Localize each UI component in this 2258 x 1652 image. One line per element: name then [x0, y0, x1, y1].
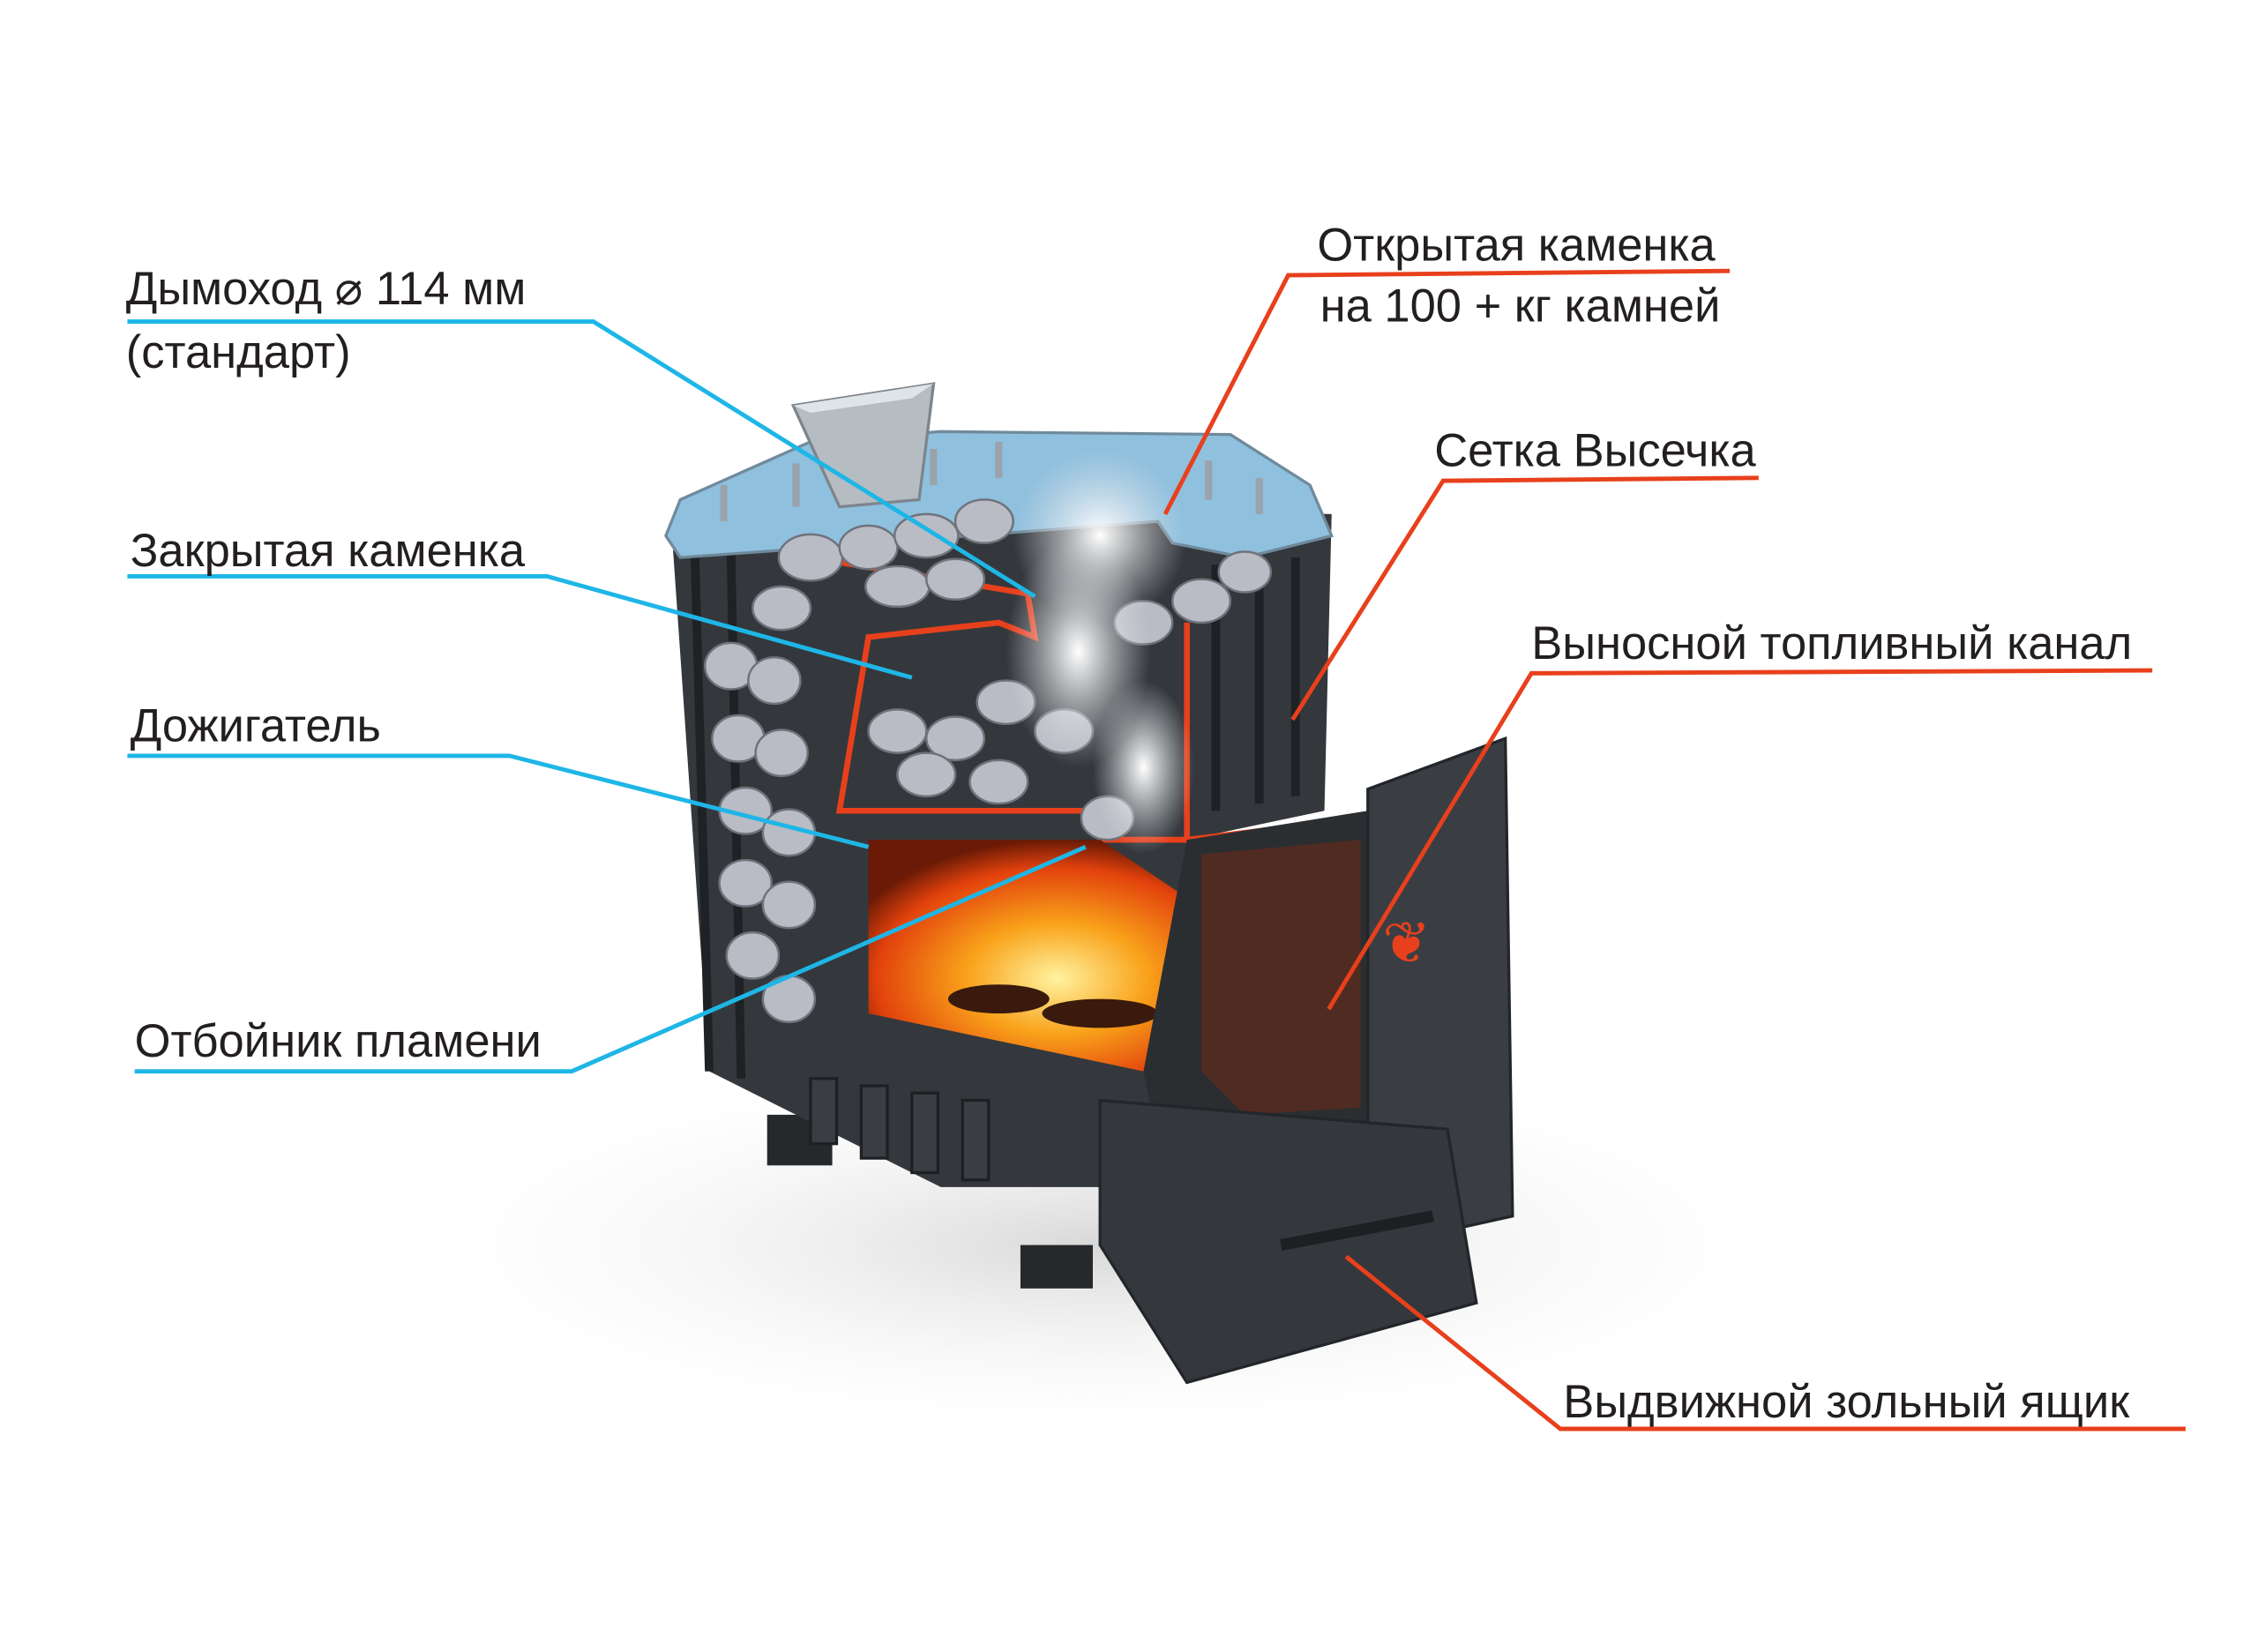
leader-mesh [1290, 475, 1759, 721]
stove-illustration: ❦ [664, 382, 1514, 1385]
svg-text:❦: ❦ [1382, 910, 1431, 977]
label-afterburner: Дожигатель [131, 700, 381, 752]
leader-chimney [127, 319, 1036, 599]
leader-flame-deflector [134, 845, 1087, 1074]
leader-fuel-channel [1327, 668, 2153, 1011]
label-flame-deflector: Отбойник пламени [135, 1015, 542, 1067]
label-open-heater: Открытая каменка [1317, 220, 1716, 272]
leader-afterburner [127, 753, 870, 849]
label-remote-fuel-channel: Выносной топливный канал [1531, 617, 2132, 669]
label-chimney: Дымоход ⌀ 114 мм [126, 263, 527, 315]
label-ash-drawer: Выдвижной зольный ящик [1563, 1376, 2130, 1428]
leader-ash-drawer [1344, 1254, 2186, 1431]
label-chimney-standard: (стандарт) [126, 326, 351, 378]
leader-closed-heater [127, 573, 913, 680]
label-mesh: Сетка Высечка [1434, 425, 1756, 477]
label-open-heater-capacity: на 100 + кг камней [1320, 280, 1721, 333]
leader-open-heater [1163, 268, 1731, 515]
label-closed-heater: Закрытая каменка [131, 525, 526, 577]
